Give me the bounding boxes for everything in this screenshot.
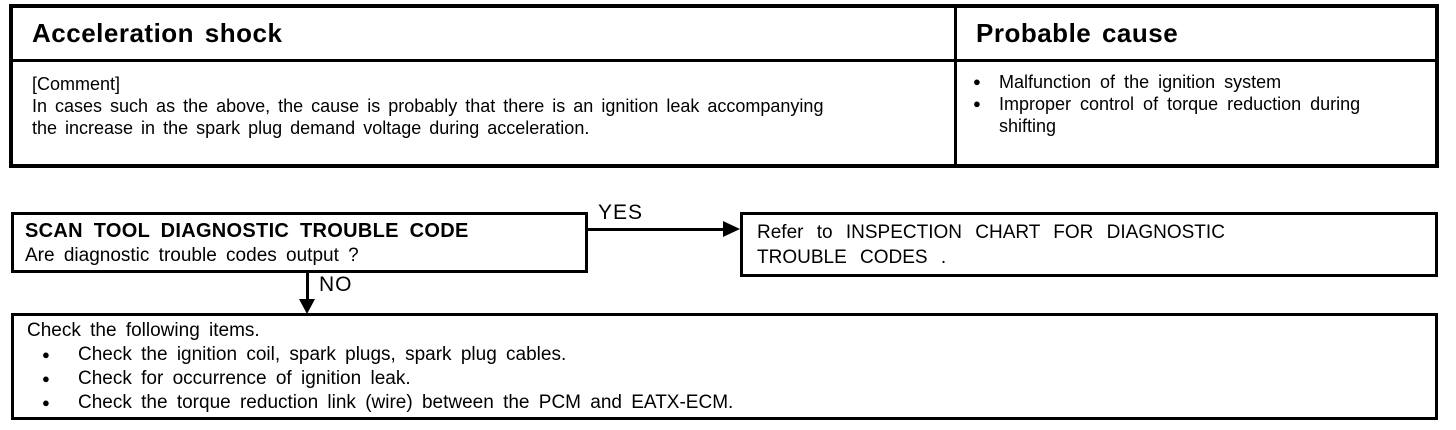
bullet-icon: ●: [42, 371, 50, 386]
symptom-table: Acceleration shock Probable cause [Comme…: [9, 4, 1439, 168]
no-arrowhead-icon: [299, 299, 315, 314]
refer-box-line: TROUBLE CODES .: [757, 247, 947, 268]
no-connector-line: [306, 273, 309, 301]
symptom-title: Acceleration shock: [32, 18, 283, 48]
probable-cause-title: Probable cause: [976, 18, 1179, 48]
comment-line: the increase in the spark plug demand vo…: [32, 118, 590, 138]
bullet-icon: ●: [42, 395, 50, 410]
probable-cause-text: Malfunction of the ignition system: [999, 72, 1282, 92]
comment-label: [Comment]: [32, 74, 121, 94]
probable-cause-header-cell: Probable cause: [954, 8, 1435, 62]
check-item: ● Check for occurrence of ignition leak.: [27, 367, 1435, 391]
yes-branch-label: YES: [598, 201, 644, 224]
refer-inspection-chart-box: Refer to INSPECTION CHART FOR DIAGNOSTIC…: [740, 212, 1438, 277]
bullet-icon: ●: [973, 96, 981, 111]
scan-tool-question-box: SCAN TOOL DIAGNOSTIC TROUBLE CODE Are di…: [11, 212, 588, 273]
probable-cause-cell: ● Malfunction of the ignition system ● I…: [954, 62, 1435, 164]
question-box-title: SCAN TOOL DIAGNOSTIC TROUBLE CODE: [25, 220, 469, 242]
check-items-list: ● Check the ignition coil, spark plugs, …: [27, 343, 1435, 415]
check-item: ● Check the ignition coil, spark plugs, …: [27, 343, 1435, 367]
probable-cause-item: ● Malfunction of the ignition system: [970, 71, 1427, 93]
probable-cause-item: ● Improper control of torque reduction d…: [970, 93, 1427, 137]
check-items-box: Check the following items. ● Check the i…: [11, 313, 1438, 420]
check-item-text: Check for occurrence of ignition leak.: [78, 368, 411, 389]
comment-cell: [Comment] In cases such as the above, th…: [13, 62, 954, 164]
refer-box-line: Refer to INSPECTION CHART FOR DIAGNOSTIC: [757, 222, 1225, 243]
bullet-icon: ●: [973, 74, 981, 89]
check-box-intro: Check the following items.: [27, 320, 260, 341]
comment-line: In cases such as the above, the cause is…: [32, 96, 824, 116]
check-item-text: Check the torque reduction link (wire) b…: [78, 392, 734, 413]
yes-arrowhead-icon: [723, 221, 740, 237]
question-box-question: Are diagnostic trouble codes output ?: [25, 245, 359, 266]
symptom-header-cell: Acceleration shock: [13, 8, 954, 62]
yes-connector-line: [588, 228, 726, 231]
check-item: ● Check the torque reduction link (wire)…: [27, 391, 1435, 415]
probable-cause-list: ● Malfunction of the ignition system ● I…: [970, 71, 1427, 137]
no-branch-label: NO: [319, 273, 353, 296]
bullet-icon: ●: [42, 347, 50, 362]
check-item-text: Check the ignition coil, spark plugs, sp…: [78, 344, 567, 365]
probable-cause-text: Improper control of torque reduction dur…: [999, 94, 1361, 136]
